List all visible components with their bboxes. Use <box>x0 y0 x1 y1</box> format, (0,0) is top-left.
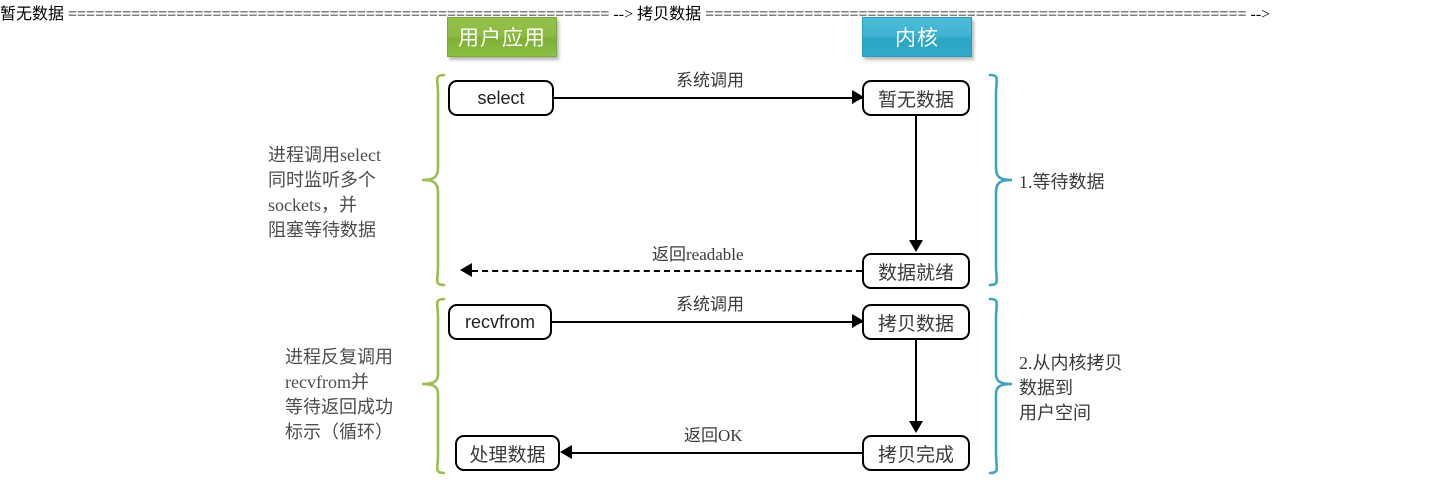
annotation-left-phase-2: 进程反复调用 recvfrom并 等待返回成功 标示（循环） <box>285 347 393 442</box>
node-no-data[interactable]: 暂无数据 <box>862 80 970 116</box>
edge-syscall-2-line <box>550 321 864 323</box>
edge-wait-arrowhead <box>909 240 923 252</box>
node-copy-data[interactable]: 拷贝数据 <box>862 304 970 340</box>
edge-copying-arrowhead <box>909 421 923 433</box>
brace-right-phase-1 <box>986 72 1016 288</box>
edge-label-syscall-2: 系统调用 <box>672 290 748 315</box>
annotation-left-phase-1: 进程调用select 同时监听多个 sockets，并 阻塞等待数据 <box>268 145 381 240</box>
edge-return-ok-arrowhead <box>560 445 572 459</box>
annotation-right-phase-1: 1.等待数据 <box>1019 172 1105 192</box>
edge-syscall-1-line <box>552 97 864 99</box>
edge-syscall-1-arrowhead <box>852 90 864 104</box>
node-data-ready[interactable]: 数据就绪 <box>862 253 970 289</box>
brace-left-phase-1 <box>418 72 448 288</box>
edge-label-return-ok: 返回OK <box>680 421 747 446</box>
node-select[interactable]: select <box>448 80 554 116</box>
node-copy-done[interactable]: 拷贝完成 <box>862 435 970 471</box>
brace-right-phase-2 <box>986 296 1016 476</box>
edge-copying-line <box>915 340 917 423</box>
node-recvfrom[interactable]: recvfrom <box>448 304 552 340</box>
edge-wait-line <box>915 116 917 242</box>
edge-return-ok-line <box>572 452 862 454</box>
lane-header-user-app: 用户应用 <box>447 17 557 57</box>
node-process-data[interactable]: 处理数据 <box>455 435 560 471</box>
edge-label-return-readable: 返回readable <box>648 240 748 265</box>
brace-left-phase-2 <box>418 296 448 476</box>
edge-label-syscall-1: 系统调用 <box>672 66 748 91</box>
edge-return-readable-arrowhead <box>460 263 472 277</box>
edge-return-readable-line <box>472 270 862 272</box>
lane-header-kernel: 内核 <box>862 17 972 57</box>
annotation-right-phase-2: 2.从内核拷贝 数据到 用户空间 <box>1019 353 1123 423</box>
edge-syscall-2-arrowhead <box>852 314 864 328</box>
